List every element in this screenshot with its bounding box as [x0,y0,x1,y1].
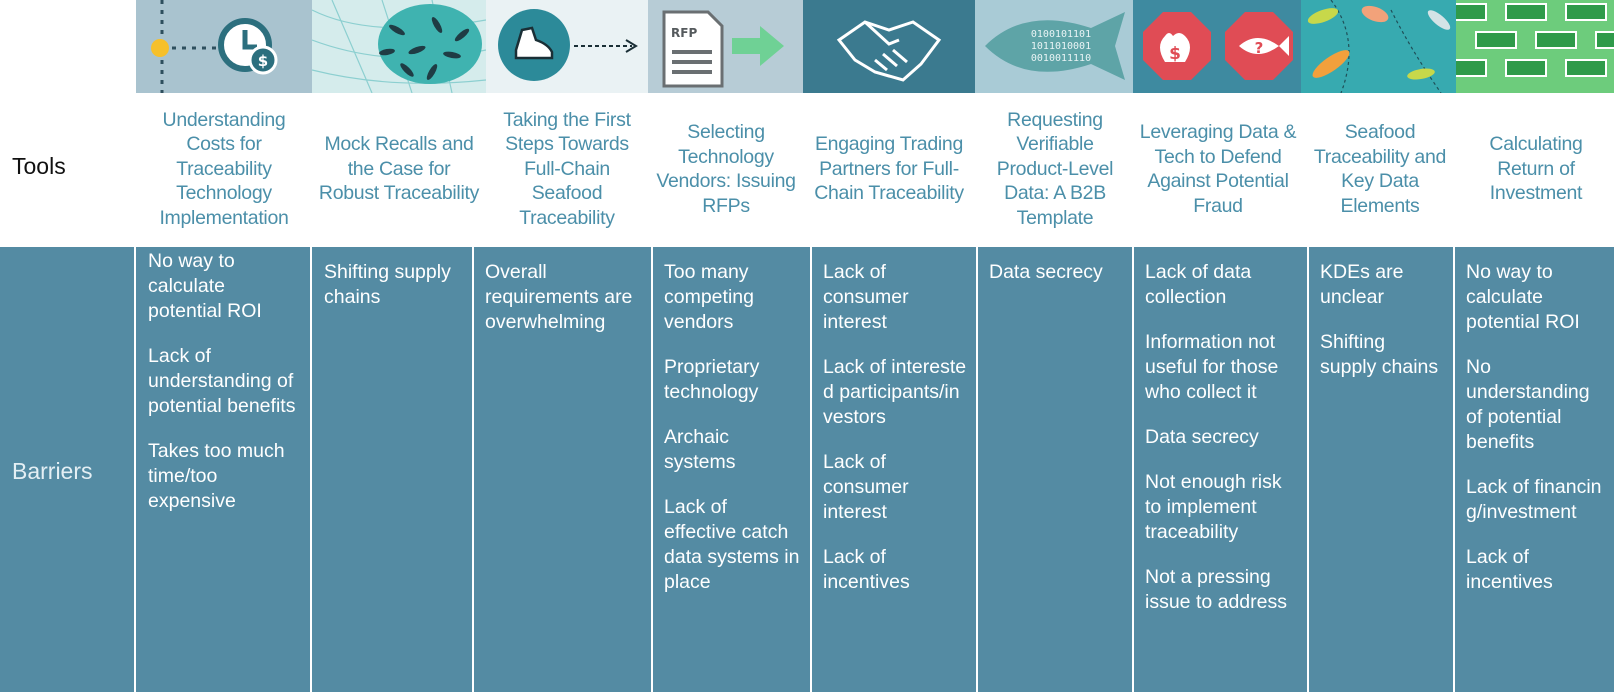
barrier-item: Lack of interested participants/investor… [823,356,967,428]
tool-title-roi: Calculating Return of Investment [1489,133,1583,205]
column-divider [1453,247,1455,692]
barrier-item: Lack of effective catch data systems in … [664,496,800,593]
column-divider [651,247,653,692]
svg-text:0100101101: 0100101101 [1031,29,1091,40]
barrier-item: No way to calculate potential ROI [148,250,262,322]
barrier-item: Lack of incentives [823,546,910,593]
tool-title-b2b-template: Requesting Verifiable Product-Level Data… [996,108,1114,229]
barrier-item: No understanding of potential benefits [1466,356,1590,453]
fish-net-icon [312,0,486,93]
tool-title-kdes: Seafood Traceability and Key Data Elemen… [1313,121,1447,217]
tool-title-vendors: Selecting Technology Vendors: Issuing RF… [656,121,796,217]
barrier-column-first-steps: Overall requirements are overwhelming [473,247,652,692]
barrier-column-roi: No way to calculate potential ROI No und… [1454,247,1614,692]
tool-title-fraud: Leveraging Data & Tech to Defend Against… [1139,121,1297,217]
barrier-item: Overall requirements are overwhelming [485,261,633,333]
column-divider [134,247,136,692]
shoe-step-icon [486,0,648,93]
barrier-item: Data secrecy [1145,426,1259,448]
barrier-item: No way to calculate potential ROI [1466,261,1580,333]
column-divider [976,247,978,692]
binary-fish-icon: 0100101101 1011010001 0010011110 [975,0,1133,93]
handshake-icon [803,0,975,93]
barrier-item: Lack of understanding of potential benef… [148,345,296,417]
column-divider [310,247,312,692]
money-stacks-icon [1456,0,1614,93]
barrier-item: Shifting supply chains [1320,331,1439,378]
barrier-item: Proprietary technology [664,356,760,403]
fish-pattern-icon [1301,0,1456,93]
barrier-column-costs: No way to calculate potential ROI Lack o… [136,247,312,692]
svg-text:$: $ [1169,44,1181,64]
tools-row-label: Tools [12,153,66,179]
barrier-item: Information not useful for those who col… [1145,331,1279,403]
barrier-item: Lack of incentives [1466,546,1553,593]
svg-text:$: $ [258,52,268,70]
barrier-item: Lack of consumer interest [823,451,909,523]
barrier-column-vendors: Too many competing vendors Proprietary t… [652,247,811,692]
barrier-item: Shifting supply chains [324,261,451,308]
tool-title-costs: Understanding Costs for Traceability Tec… [159,108,289,229]
clock-dollar-icon: $ [136,0,312,93]
rfp-document-icon: RFP [648,0,803,93]
tool-title-trading-partners: Engaging Trading Partners for Full-Chain… [814,133,964,205]
barrier-item: Lack of financing/investment [1466,476,1602,523]
barrier-item: Not enough risk to implement traceabilit… [1145,471,1282,543]
barrier-column-kdes: KDEs are unclear Shifting supply chains [1308,247,1454,692]
barrier-column-b2b-template: Data secrecy [977,247,1133,692]
barrier-item: KDEs are unclear [1320,261,1404,308]
barrier-item: Archaic systems [664,426,736,473]
tool-title-first-steps: Taking the First Steps Towards Full-Chai… [503,108,631,229]
barriers-row-label: Barriers [12,458,93,484]
column-divider [810,247,812,692]
barrier-item: Takes too much time/too expensive [148,440,285,512]
fraud-stop-signs-icon: $ ? [1133,0,1301,93]
svg-text:?: ? [1255,39,1264,57]
barrier-column-mock-recalls: Shifting supply chains [312,247,473,692]
svg-text:RFP: RFP [671,26,697,40]
column-divider [472,247,474,692]
barrier-item: Data secrecy [989,261,1103,283]
barrier-item: Lack of consumer interest [823,261,909,333]
barrier-column-trading-partners: Lack of consumer interest Lack of intere… [811,247,977,692]
column-divider [1307,247,1309,692]
tool-title-mock-recalls: Mock Recalls and the Case for Robust Tra… [318,133,480,205]
barrier-column-fraud: Lack of data collection Information not … [1133,247,1308,692]
column-divider [1132,247,1134,692]
svg-text:1011010001: 1011010001 [1031,41,1091,52]
barrier-item: Not a pressing issue to address [1145,566,1287,613]
barrier-item: Lack of data collection [1145,261,1252,308]
barrier-item: Too many competing vendors [664,261,754,333]
svg-text:0010011110: 0010011110 [1031,53,1091,64]
